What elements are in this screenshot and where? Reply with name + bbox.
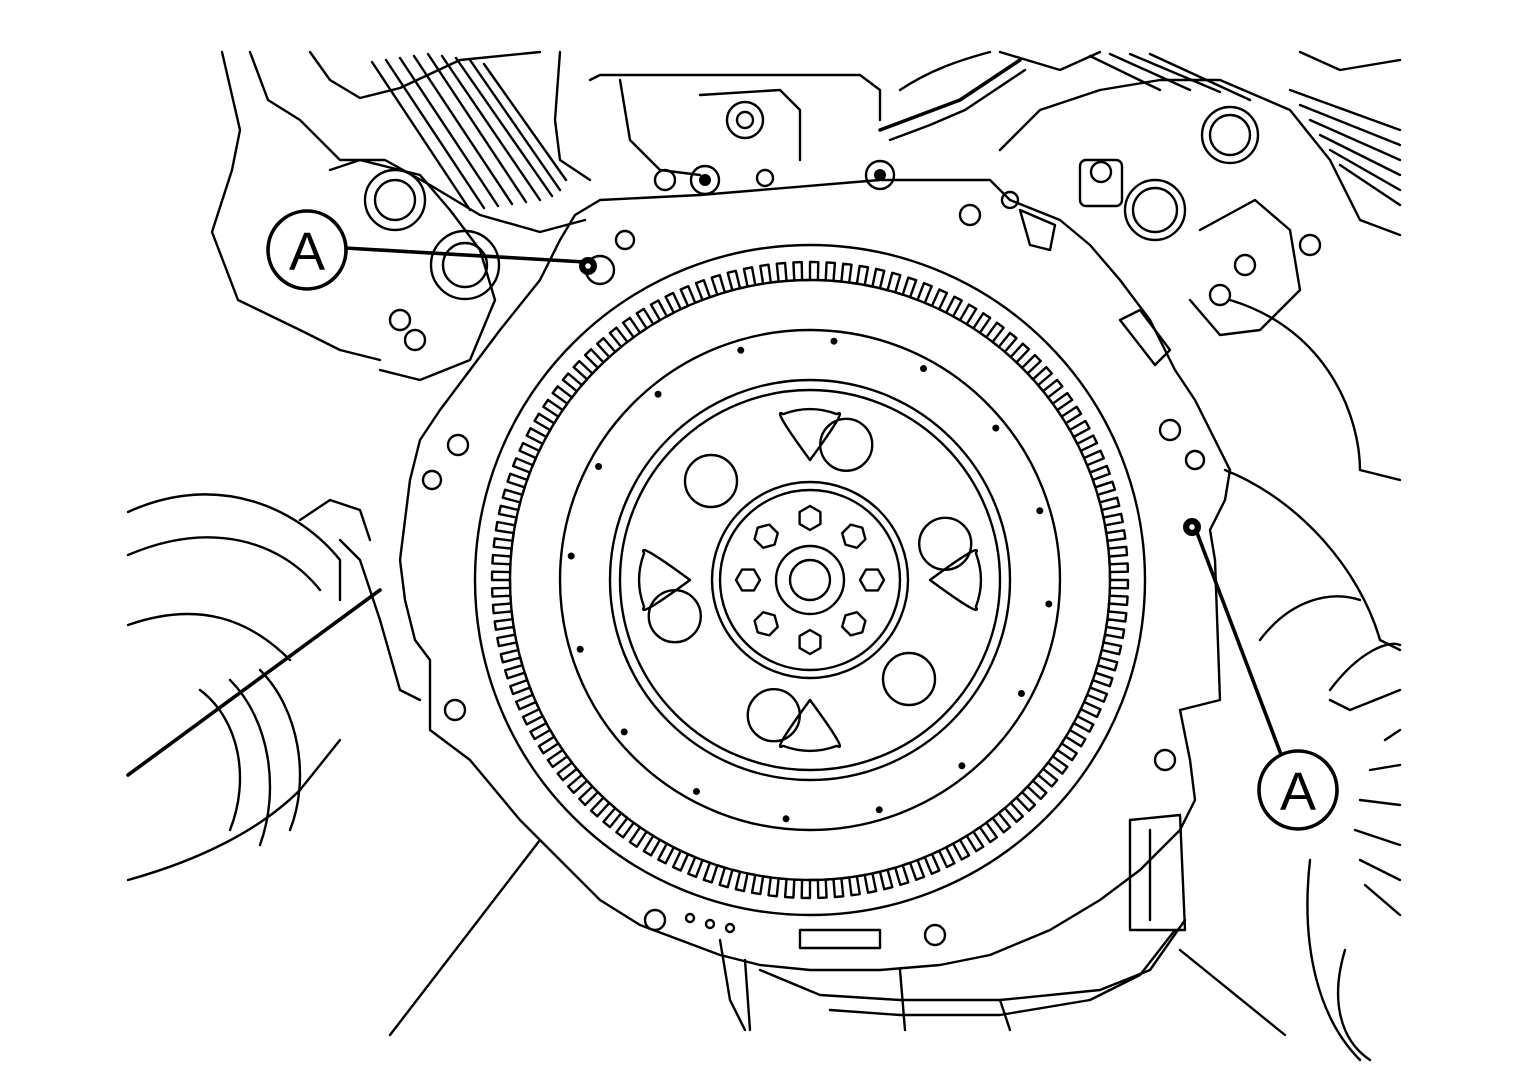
flywheel-holes bbox=[647, 417, 973, 743]
flywheel-window-2 bbox=[928, 548, 983, 612]
rim-dot-4 bbox=[875, 806, 883, 814]
flywheel-hole-6 bbox=[683, 453, 739, 509]
flywheel-hole-5 bbox=[647, 589, 702, 644]
flywheel-window-3 bbox=[778, 698, 842, 753]
flywheel-windows bbox=[637, 407, 983, 753]
rear-plate bbox=[398, 178, 1232, 972]
rim-dot-6 bbox=[692, 787, 700, 795]
crank-bolt-4 bbox=[841, 611, 867, 637]
rim-dot-2 bbox=[1017, 690, 1025, 698]
ring-gear-profile bbox=[490, 260, 1130, 900]
ring-gear-teeth bbox=[490, 260, 1130, 900]
callout-a-upper-label: A bbox=[289, 222, 325, 282]
flywheel-rim-dots bbox=[567, 337, 1053, 823]
transmission-housing-right bbox=[1223, 298, 1402, 1062]
flywheel-hole-4 bbox=[746, 688, 801, 743]
crank-bolt-2 bbox=[841, 523, 867, 549]
flywheel-hole-1 bbox=[819, 417, 874, 472]
rim-dot-14 bbox=[920, 365, 928, 373]
rim-dot-8 bbox=[576, 645, 584, 653]
flywheel-hole-3 bbox=[881, 651, 937, 707]
starter-motor bbox=[126, 493, 422, 882]
rim-dot-16 bbox=[1036, 507, 1044, 515]
rim-dot-12 bbox=[737, 346, 745, 354]
crank-bolt-1 bbox=[798, 504, 822, 532]
left-head-fins bbox=[370, 52, 568, 212]
callout-a-lower: A bbox=[1257, 749, 1339, 831]
callout-a-lower-label: A bbox=[1280, 762, 1316, 822]
flywheel-window-4 bbox=[637, 548, 692, 612]
crank-bolt-3 bbox=[858, 568, 886, 592]
engine-block-outline bbox=[210, 50, 1402, 382]
flywheel-hole-2 bbox=[918, 516, 973, 571]
crank-bolts bbox=[734, 504, 886, 656]
rim-dot-9 bbox=[567, 552, 575, 560]
oil-pan bbox=[718, 813, 1187, 1032]
rim-dot-1 bbox=[1045, 600, 1053, 608]
rim-dot-3 bbox=[958, 762, 966, 770]
flywheel-window-1 bbox=[778, 407, 842, 462]
crank-bolt-6 bbox=[753, 611, 779, 637]
rim-dot-10 bbox=[595, 462, 603, 470]
crank-bolt-8 bbox=[753, 523, 779, 549]
rim-dot-5 bbox=[782, 815, 790, 823]
right-head-fins bbox=[1088, 52, 1402, 207]
right-sunburst-lines bbox=[1353, 728, 1402, 917]
rim-dot-13 bbox=[830, 337, 838, 345]
flywheel bbox=[473, 243, 1147, 917]
rim-dot-15 bbox=[992, 424, 1000, 432]
rim-dot-11 bbox=[654, 390, 662, 398]
callout-a-upper: A bbox=[266, 209, 348, 291]
leader-lines bbox=[343, 246, 1287, 1037]
rim-dot-7 bbox=[620, 728, 628, 736]
crank-bolt-5 bbox=[798, 628, 822, 656]
crank-bolt-7 bbox=[734, 568, 762, 592]
